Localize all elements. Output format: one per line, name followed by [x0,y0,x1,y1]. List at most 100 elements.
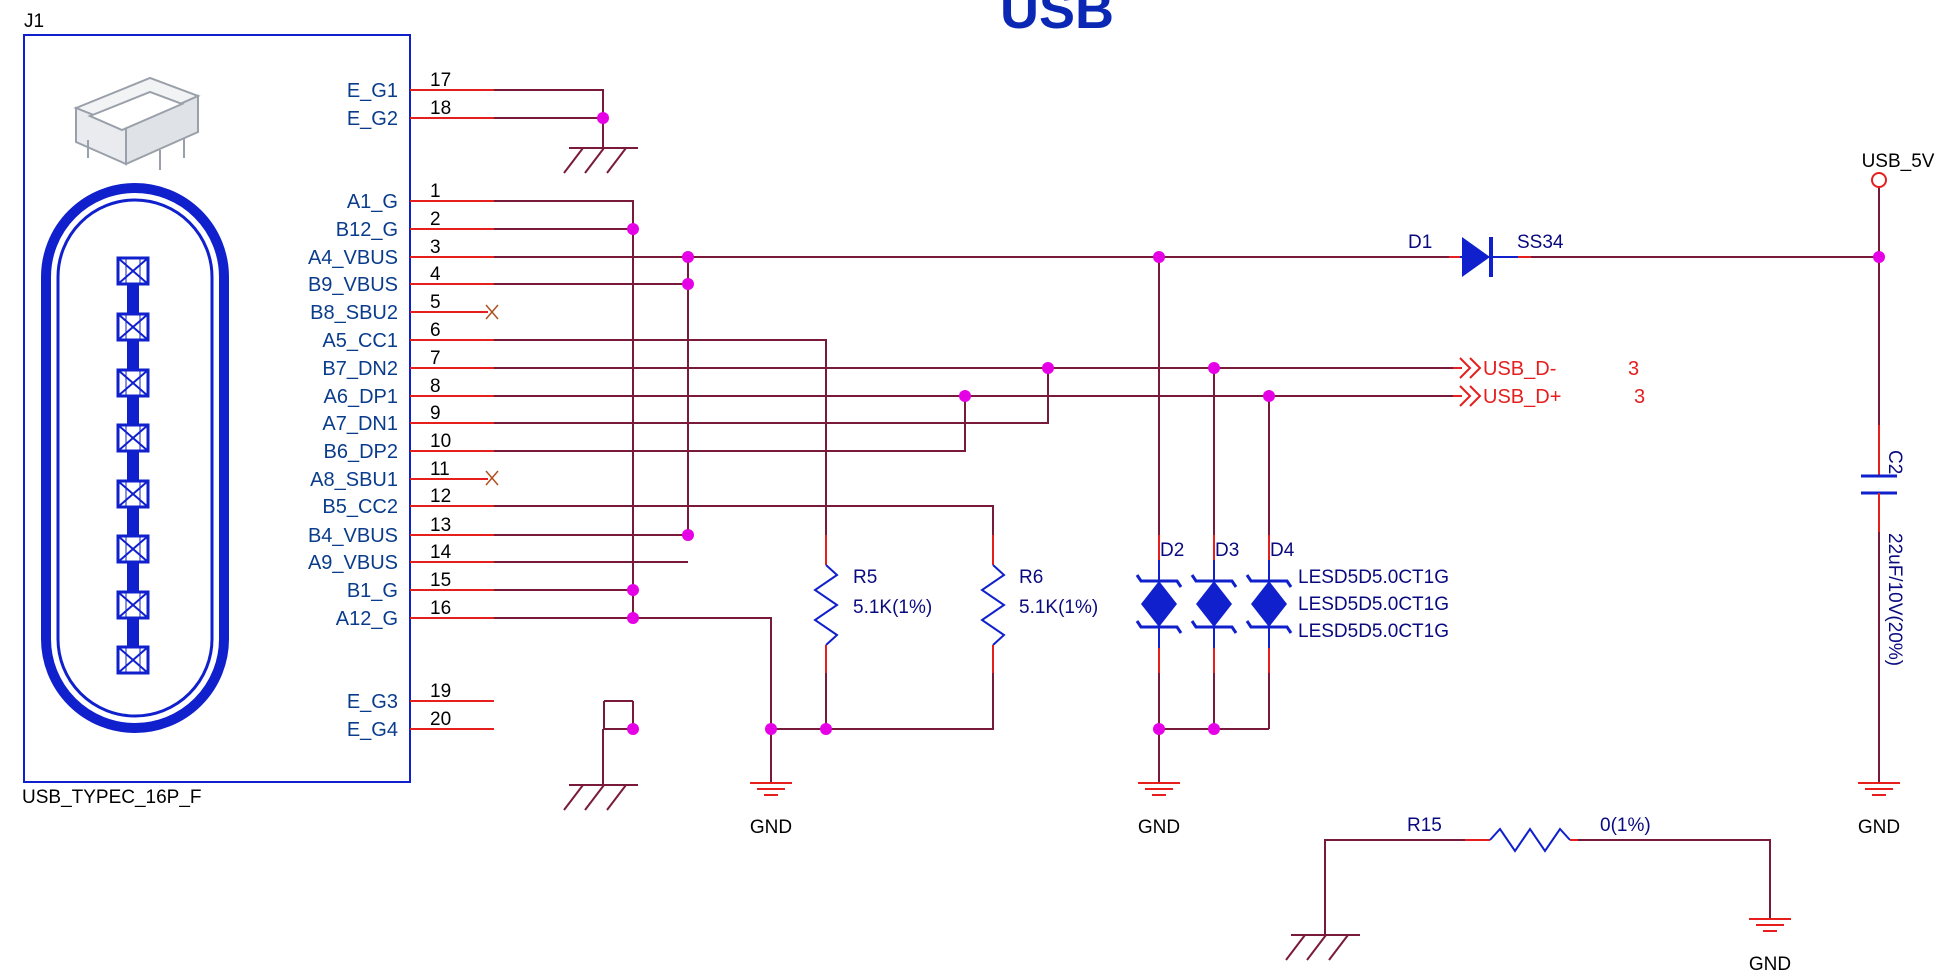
tvs-diode [1135,535,1183,673]
net-port-label: USB_D- [1483,358,1556,380]
chassis-ground-symbol [563,147,638,174]
junction-dot [1873,251,1885,263]
pin-number: 10 [430,431,451,452]
pin-name: B4_VBUS [308,525,398,547]
junction-dot [682,251,694,263]
junction-dot [1208,362,1220,374]
pin-number: 4 [430,264,441,285]
resistor-ref: R6 [1019,567,1043,588]
pin-number: 7 [430,348,441,369]
tvs-diode [1245,535,1293,673]
junction-dot [1263,390,1275,402]
contact-pad [116,312,150,342]
tvs-ref: D2 [1160,540,1184,561]
pin-number: 3 [430,237,441,258]
pin-number: 11 [430,459,450,480]
pin-number: 16 [430,598,451,619]
chassis-ground-symbol [563,700,638,811]
tvs-diodes [1135,535,1293,673]
gnd-label: GND [750,817,792,838]
pin-number: 18 [430,98,451,119]
pin-name: A12_G [336,608,398,630]
junction-dots [597,112,1885,735]
net-port-page: 3 [1634,386,1645,408]
junction-dot [1042,362,1054,374]
resistor-ref: R5 [853,567,877,588]
resistor-value: 5.1K(1%) [853,597,932,618]
pin-name: A7_DN1 [322,413,398,435]
pin-name: E_G4 [347,719,398,741]
pin-number: 12 [430,486,451,507]
pin-name: A4_VBUS [308,247,398,269]
junction-dot [682,278,694,290]
pin-number: 15 [430,570,451,591]
pin-name: B1_G [347,580,398,602]
junction-dot [597,112,609,124]
resistor-r5: R5 5.1K(1%) [813,535,932,673]
power-port-label: USB_5V [1862,151,1935,172]
junction-dot [682,529,694,541]
junction-dot [765,723,777,735]
pin-number: 19 [430,681,451,702]
contact-pad [116,590,150,620]
pin-name: E_G3 [347,691,398,713]
pin-name: B7_DN2 [322,358,398,380]
gnd-label: GND [1858,817,1900,838]
tvs-part: LESD5D5.0CT1G [1298,594,1449,615]
pin-name: A9_VBUS [308,552,398,574]
connector-ref: J1 [24,11,44,32]
pin-number: 5 [430,292,441,313]
resistor-r15: R15 0(1%) [1407,815,1651,853]
contact-pad [116,256,150,286]
net-port-usb-dm: USB_D- 3 [1453,357,1639,380]
power-port-usb-5v: USB_5V [1862,151,1935,188]
pin-number: 1 [430,181,441,202]
pin-name: B9_VBUS [308,274,398,296]
capacitor-ref: C2 [1884,450,1905,474]
gnd-symbol-3: GND [1858,782,1900,838]
pin-number: 8 [430,376,441,397]
net-port-usb-dp: USB_D+ 3 [1453,385,1645,408]
resistor-r6: R6 5.1K(1%) [980,535,1098,673]
contact-pad [116,534,150,564]
gnd-symbol-1: GND [750,729,792,838]
junction-dot [1153,723,1165,735]
contact-pad [116,423,150,453]
net-port-label: USB_D+ [1483,386,1561,408]
diode-ref: D1 [1408,232,1432,253]
diode-d1: D1 SS34 [1408,232,1564,277]
contact-pad [116,368,150,398]
contact-pad [116,479,150,509]
pin-name: A5_CC1 [322,330,398,352]
gnd-label: GND [1138,817,1180,838]
pin-number: 17 [430,70,451,91]
junction-dot [627,223,639,235]
pin-number: 6 [430,320,441,341]
pin-number: 13 [430,515,451,536]
resistor-ref: R15 [1407,815,1442,836]
no-connect-markers [485,304,499,486]
pin-name: E_G1 [347,80,398,102]
pin-number: 9 [430,403,441,424]
chassis-ground-symbol [1285,934,1360,961]
contact-pad [116,645,150,675]
junction-dot [1153,251,1165,263]
pin-name: A8_SBU1 [310,469,398,491]
junction-dot [627,612,639,624]
capacitor-value: 22uF/10V(20%) [1884,533,1905,666]
gnd-symbol-2: GND [1138,782,1180,838]
connector-j1: J1 USB_TYPEC_16P_F 17E_G118E_G21A1_G2B12… [22,11,494,808]
resistor-value: 0(1%) [1600,815,1651,836]
gnd-label: GND [1749,954,1791,975]
connector-part: USB_TYPEC_16P_F [22,787,202,808]
pin-name: A1_G [347,191,398,213]
pin-name: B6_DP2 [324,441,399,463]
pin-name: A6_DP1 [324,386,399,408]
pin-number: 14 [430,542,452,563]
pin-name: E_G2 [347,108,398,130]
connector-pins: 17E_G118E_G21A1_G2B12_G3A4_VBUS4B9_VBUS5… [308,70,494,741]
usb-c-receptacle-picture [73,76,201,170]
pin-name: B8_SBU2 [310,302,398,324]
resistor-value: 5.1K(1%) [1019,597,1098,618]
